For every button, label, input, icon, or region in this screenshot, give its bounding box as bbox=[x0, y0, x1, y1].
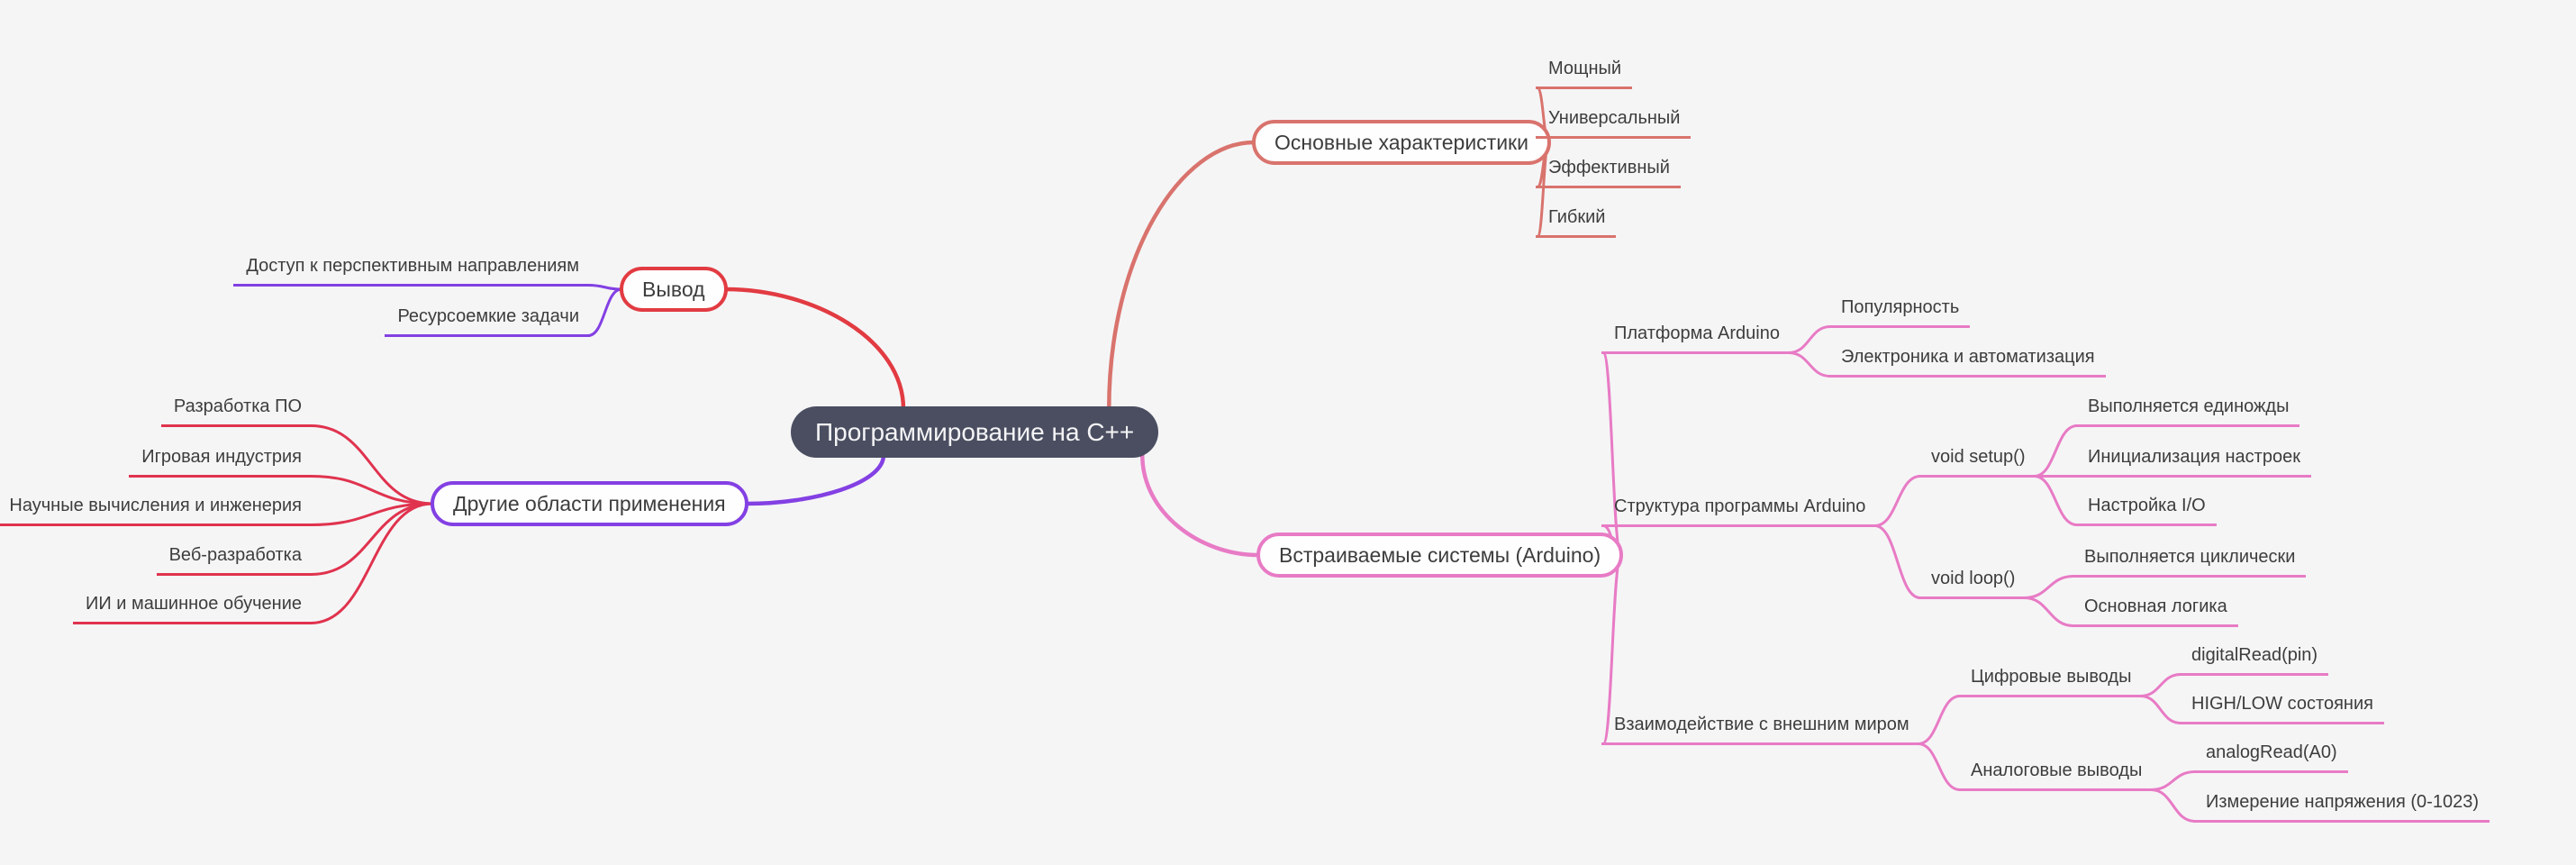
leaf-io-setup[interactable]: Настройка I/O bbox=[2075, 495, 2217, 526]
leaf-runs-once[interactable]: Выполняется единожды bbox=[2075, 396, 2300, 427]
link-curve bbox=[309, 502, 434, 624]
leaf-effective[interactable]: Эффективный bbox=[1536, 157, 1681, 188]
link-curve bbox=[1140, 452, 1261, 558]
node-void-setup[interactable]: void setup() bbox=[1918, 446, 2036, 478]
leaf-popularity[interactable]: Популярность bbox=[1828, 296, 1971, 328]
link-curve bbox=[1787, 351, 1832, 378]
leaf-universal[interactable]: Универсальный bbox=[1536, 107, 1692, 139]
link-curve bbox=[309, 475, 434, 505]
link-curve bbox=[1873, 475, 1922, 527]
link-curve bbox=[744, 452, 886, 506]
leaf-voltage-measurement[interactable]: Измерение напряжения (0-1023) bbox=[2193, 791, 2490, 823]
link-curve bbox=[309, 424, 434, 505]
link-curve bbox=[2022, 596, 2075, 627]
link-curve bbox=[309, 502, 434, 526]
leaf-digitalread[interactable]: digitalRead(pin) bbox=[2179, 644, 2329, 676]
link-curve bbox=[2138, 695, 2182, 724]
leaf-runs-cyclically[interactable]: Выполняется циклически bbox=[2072, 546, 2307, 578]
node-external-world-interaction[interactable]: Взаимодействие с внешним миром bbox=[1601, 714, 1920, 745]
link-curve bbox=[723, 287, 906, 412]
leaf-scientific-computing[interactable]: Научные вычисления и инженерия bbox=[0, 495, 313, 526]
node-arduino-platform[interactable]: Платформа Arduino bbox=[1601, 323, 1791, 354]
link-curve bbox=[586, 287, 623, 337]
leaf-powerful[interactable]: Мощный bbox=[1536, 58, 1633, 89]
link-curve bbox=[2138, 673, 2182, 697]
node-characteristics[interactable]: Основные характеристики bbox=[1252, 120, 1551, 165]
node-digital-pins[interactable]: Цифровые выводы bbox=[1958, 666, 2143, 697]
link-curve bbox=[2033, 424, 2079, 478]
leaf-high-low-states[interactable]: HIGH/LOW состояния bbox=[2179, 693, 2384, 724]
leaf-settings-init[interactable]: Инициализация настроек bbox=[2075, 446, 2311, 478]
node-root[interactable]: Программирование на C++ bbox=[791, 406, 1159, 458]
link-curve bbox=[1787, 325, 1832, 354]
leaf-electronics-automation[interactable]: Электроника и автоматизация bbox=[1828, 346, 2106, 378]
link-curve bbox=[1917, 695, 1962, 745]
link-curve bbox=[2033, 475, 2079, 526]
node-analog-pins[interactable]: Аналоговые выводы bbox=[1958, 760, 2154, 791]
node-arduino-program-structure[interactable]: Структура программы Arduino bbox=[1601, 496, 1877, 527]
link-curve bbox=[2022, 575, 2075, 599]
leaf-resource-intensive-tasks[interactable]: Ресурсоемкие задачи bbox=[385, 305, 590, 337]
leaf-flexible[interactable]: Гибкий bbox=[1536, 206, 1617, 238]
node-conclusion[interactable]: Вывод bbox=[620, 267, 728, 312]
leaf-game-industry[interactable]: Игровая индустрия bbox=[129, 446, 313, 478]
link-curve bbox=[586, 284, 623, 291]
link-curve bbox=[1107, 140, 1256, 412]
leaf-analogread[interactable]: analogRead(A0) bbox=[2193, 742, 2348, 773]
link-curve bbox=[2149, 788, 2197, 823]
leaf-access-promising-directions[interactable]: Доступ к перспективным направлениям bbox=[233, 255, 590, 287]
node-other-areas[interactable]: Другие области применения bbox=[431, 481, 748, 526]
node-embedded-systems[interactable]: Встраиваемые системы (Arduino) bbox=[1256, 533, 1624, 578]
leaf-main-logic[interactable]: Основная логика bbox=[2072, 596, 2238, 627]
link-curve bbox=[309, 502, 434, 576]
leaf-web-development[interactable]: Веб-разработка bbox=[156, 544, 313, 576]
node-void-loop[interactable]: void loop() bbox=[1918, 568, 2027, 599]
link-curve bbox=[2149, 770, 2197, 791]
leaf-software-development[interactable]: Разработка ПО bbox=[160, 396, 313, 427]
leaf-ai-ml[interactable]: ИИ и машинное обучение bbox=[72, 593, 313, 624]
link-curve bbox=[1917, 742, 1962, 791]
link-curve bbox=[1873, 524, 1922, 599]
